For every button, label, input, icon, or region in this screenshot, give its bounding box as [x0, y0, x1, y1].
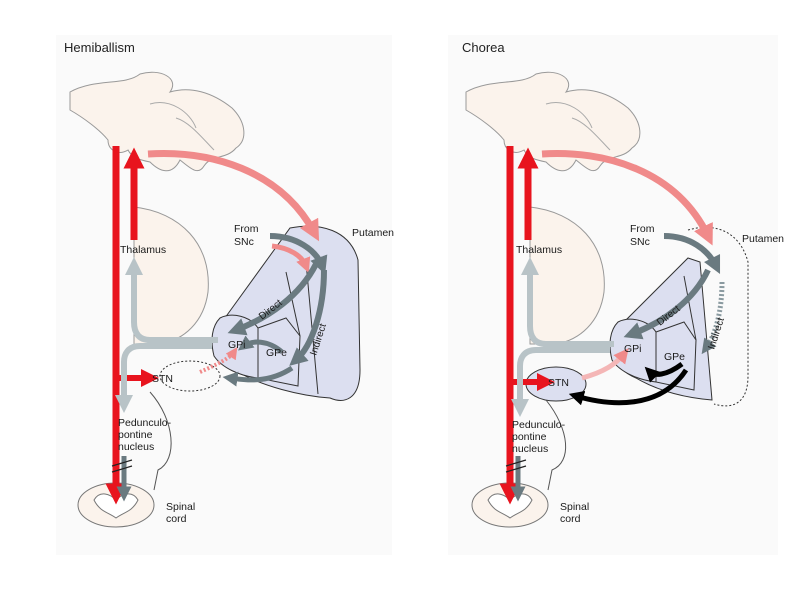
panel-title: Hemiballism	[64, 40, 135, 55]
putamen	[687, 226, 749, 407]
gpe-stn-arrow	[222, 365, 294, 387]
stn-nucleus	[159, 360, 221, 392]
thalamus-label: Thalamus	[516, 244, 562, 256]
spinal-label-line2: cord	[560, 513, 581, 525]
spinal-label-line1: Spinal	[560, 501, 589, 513]
globus-pallidus-internal	[609, 318, 657, 383]
ppn-label-line1: Pedunculo-	[118, 417, 172, 429]
putamen-divider	[683, 275, 697, 341]
gpi-thalamus-lightgrey-arrow	[521, 257, 614, 347]
gpe-label: GPe	[266, 347, 287, 359]
panel-title: Chorea	[462, 40, 505, 55]
gpe-gpi-black-arrow	[644, 361, 684, 383]
stn-label: STN	[548, 377, 569, 389]
panel-hemiballism: Hemiballism	[56, 35, 394, 555]
spinal-label-line1: Spinal	[166, 501, 195, 513]
snc-grey-arrow	[269, 233, 328, 275]
putamen-label: Putamen	[352, 227, 394, 239]
from-label: From	[234, 223, 259, 235]
cortex-putamen-pink-arrow	[147, 150, 320, 242]
snc-grey-arrow	[663, 233, 721, 275]
ppn-label-line2: pontine	[118, 429, 153, 441]
gpi-label: GPi	[228, 339, 246, 351]
ppn-label-line2: pontine	[512, 431, 547, 443]
indirect-pathway-arrow	[289, 269, 327, 366]
ppn-label-line3: nucleus	[512, 443, 548, 455]
gpi-ppn-lightgrey-arrow	[511, 347, 610, 417]
panel-chorea: Chorea	[448, 35, 784, 555]
snc-label: SNc	[234, 236, 254, 248]
pedunculopontine-outline	[545, 399, 566, 491]
pedunculopontine-outline	[149, 391, 172, 491]
ppn-label-line1: Pedunculo-	[512, 419, 566, 431]
stn-gpi-pink-arrow	[581, 348, 629, 381]
thalamus	[529, 206, 605, 345]
snc-label: SNc	[630, 236, 650, 248]
spinal-break-mark	[505, 459, 527, 473]
gpi-label: GPi	[624, 343, 642, 355]
putamen-label: Putamen	[742, 233, 784, 245]
stn-gpi-dotted-arrow	[199, 347, 238, 374]
stn-label: STN	[152, 373, 173, 385]
snc-pink-arrow	[271, 243, 311, 273]
cortex-putamen-pink-arrow	[541, 150, 713, 246]
gpe-gpi-arrow	[237, 335, 284, 354]
direct-pathway-arrow	[623, 268, 711, 340]
gpe-label: GPe	[664, 351, 685, 363]
ppn-label-line3: nucleus	[118, 441, 154, 453]
gpe-stn-black-arrow	[568, 368, 689, 406]
gpi-ppn-lightgrey-arrow	[115, 343, 212, 413]
thalamus-label: Thalamus	[120, 244, 166, 256]
spinal-label-line2: cord	[166, 513, 187, 525]
gpi-thalamus-lightgrey-arrow	[125, 257, 218, 343]
from-label: From	[630, 223, 655, 235]
direct-pathway-arrow	[227, 262, 319, 336]
spinal-break-mark	[111, 459, 133, 473]
